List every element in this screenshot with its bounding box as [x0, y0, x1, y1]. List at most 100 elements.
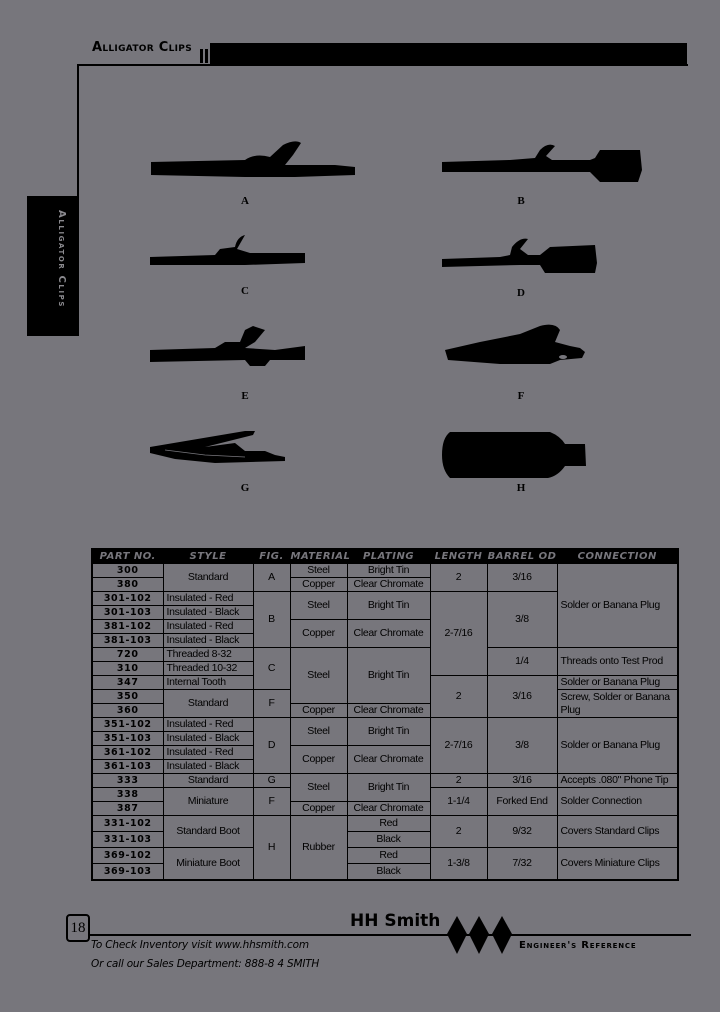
fig-cell: D [252, 717, 291, 774]
alligator-clip-threaded-icon [150, 235, 305, 265]
plating-cell: Clear Chromate [346, 577, 431, 592]
plating-cell: Bright Tin [346, 647, 431, 704]
plating-cell: Clear Chromate [346, 745, 431, 774]
spec-table-container: Part No. Style Fig. Material Plating Len… [91, 548, 679, 881]
part-number: 381-103 [91, 633, 164, 648]
style-cell: Insulated - Black [162, 605, 254, 620]
side-tab: Alligator Clips [27, 196, 79, 336]
alligator-clip-heavy-icon [445, 324, 585, 364]
plating-cell: Black [346, 831, 431, 848]
table-row: 381-102 Insulated - Red Copper Clear Chr… [91, 619, 678, 648]
style-cell: Standard [162, 689, 254, 718]
col-header-fig: Fig. [252, 548, 291, 564]
connection-cell: Solder or Banana Plug [556, 717, 679, 774]
style-cell: Threaded 8-32 [162, 647, 254, 662]
part-number: 347 [91, 675, 164, 690]
figure-e: E [145, 320, 365, 410]
table-row: 333 Standard G Steel Bright Tin 2 3/16 A… [91, 773, 679, 802]
part-number: 301-102 [91, 591, 164, 606]
figure-h: H [440, 430, 660, 520]
part-number: 331-102 [91, 815, 164, 832]
barrel-cell: 3/8 [486, 717, 558, 774]
style-cell: Standard [162, 563, 254, 592]
spec-table: Part No. Style Fig. Material Plating Len… [91, 548, 679, 881]
figure-g: G [145, 425, 365, 515]
material-cell: Rubber [289, 815, 348, 880]
length-cell: 2 [429, 815, 488, 848]
header-bar [210, 43, 687, 65]
fig-cell: G [252, 773, 291, 788]
alligator-clip-insulated-icon [442, 238, 597, 273]
figure-a: A [145, 125, 365, 215]
part-number: 361-102 [91, 745, 164, 760]
connection-cell: Covers Miniature Clips [556, 847, 679, 880]
style-cell: Insulated - Red [162, 745, 254, 760]
figure-label: E [241, 390, 249, 402]
alligator-clip-insulated-icon [442, 144, 642, 182]
material-cell: Steel [289, 773, 348, 802]
plating-cell: Clear Chromate [346, 619, 431, 648]
connection-cell: Threads onto Test Prod [556, 647, 679, 676]
part-number: 387 [91, 801, 164, 816]
material-cell: Steel [289, 591, 348, 620]
fig-cell: F [252, 787, 291, 816]
part-number: 360 [91, 703, 164, 718]
material-cell: Copper [289, 801, 348, 816]
part-number: 351-102 [91, 717, 164, 732]
material-cell: Steel [289, 563, 348, 578]
style-cell: Internal Tooth [162, 675, 254, 690]
table-row: 387 Copper Clear Chromate [91, 801, 678, 816]
part-number: 351-103 [91, 731, 164, 746]
alligator-clip-plain-icon [151, 141, 355, 177]
table-row: 381-103 Insulated - Black [91, 633, 678, 648]
table-header-row: Part No. Style Fig. Material Plating Len… [91, 548, 679, 564]
length-cell: 2-7/16 [429, 717, 488, 774]
table-row: 350 Standard F Screw, Solder or Banana P… [91, 689, 679, 718]
plating-cell: Bright Tin [346, 591, 431, 620]
style-cell: Insulated - Black [162, 633, 254, 648]
col-header-length: Length [429, 548, 488, 564]
material-cell: Steel [289, 717, 348, 746]
barrel-cell: 3/16 [486, 773, 558, 788]
length-cell: 2-7/16 [429, 591, 488, 676]
col-header-material: Material [289, 548, 351, 564]
material-cell: Copper [289, 577, 348, 592]
style-cell: Miniature Boot [162, 847, 254, 880]
part-number: 369-103 [91, 863, 164, 880]
side-rule [77, 64, 79, 200]
part-number: 361-103 [91, 759, 164, 774]
table-row: 369-103 Black [91, 863, 678, 880]
connection-cell: Screw, Solder or Banana Plug [556, 689, 679, 718]
figure-label: B [517, 195, 525, 207]
material-cell: Copper [289, 703, 348, 718]
table-row: 351-102 Insulated - Red D Steel Bright T… [91, 717, 679, 774]
table-row: 301-102 Insulated - Red B Steel Bright T… [91, 591, 678, 676]
part-number: 369-102 [91, 847, 164, 864]
style-cell: Standard [162, 773, 254, 788]
style-cell: Miniature [162, 787, 254, 816]
col-header-part-no: Part No. [91, 548, 164, 564]
connection-cell: Solder or Banana Plug [556, 563, 679, 648]
style-cell: Insulated - Black [162, 731, 254, 746]
material-cell: Copper [289, 619, 348, 648]
part-number: 338 [91, 787, 164, 802]
col-header-style: Style [162, 548, 254, 564]
header-rule [78, 64, 688, 66]
style-cell: Insulated - Red [162, 591, 254, 606]
style-cell: Insulated - Black [162, 759, 254, 774]
plating-cell: Bright Tin [346, 773, 431, 802]
part-number: 350 [91, 689, 164, 704]
figure-label: A [241, 195, 249, 207]
figure-c: C [145, 225, 365, 315]
table-row: 300 Standard A Steel Bright Tin 2 3/16 S… [91, 563, 679, 648]
style-cell: Insulated - Red [162, 717, 254, 732]
plating-cell: Red [346, 815, 431, 832]
col-header-plating: Plating [346, 548, 431, 564]
part-number: 331-103 [91, 831, 164, 848]
part-number: 333 [91, 773, 164, 788]
alligator-clip-internal-tooth-icon [150, 326, 305, 366]
figure-label: D [517, 287, 525, 299]
plating-cell: Bright Tin [346, 563, 431, 578]
part-number: 310 [91, 661, 164, 676]
style-cell: Threaded 10-32 [162, 661, 254, 676]
